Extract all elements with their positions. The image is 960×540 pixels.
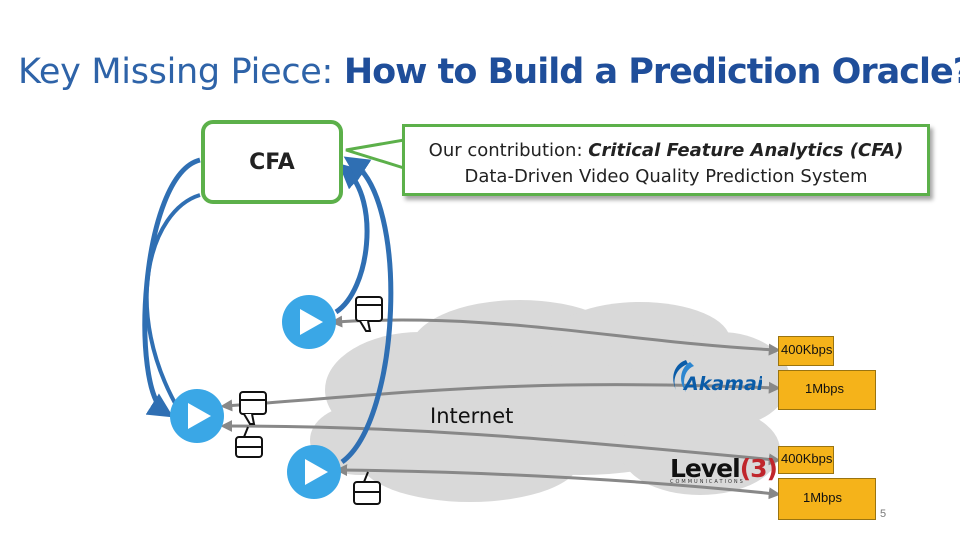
path-p2-1m — [220, 381, 781, 412]
path-p2-400k — [220, 420, 781, 466]
akamai-logo: Akamai — [673, 360, 762, 395]
callout-emphasis: Critical Feature Analytics (CFA) — [588, 140, 904, 161]
arrow-cfa-p3 — [340, 156, 394, 465]
play-icon[interactable] — [282, 295, 336, 349]
path-p3-1m — [335, 464, 781, 500]
network-paths — [220, 315, 781, 500]
akamai-wordmark: Akamai — [682, 373, 762, 395]
play-icon[interactable] — [170, 389, 224, 443]
level3-number: (3) — [739, 454, 778, 483]
thumbs-down-icon — [355, 296, 383, 332]
level3-logo: Level(3) COMMUNICATIONS — [670, 454, 778, 485]
bitrate-box: 400Kbps — [778, 446, 834, 474]
page-title: Key Missing Piece: How to Build a Predic… — [18, 52, 960, 92]
thumbs-down-icon — [239, 391, 267, 425]
title-plain: Key Missing Piece: — [18, 52, 344, 92]
feedback-arrows — [142, 156, 394, 465]
arrow-left-return — [144, 193, 201, 414]
title-bold: How to Build a Prediction Oracle? — [343, 52, 960, 92]
contribution-callout: Our contribution: Critical Feature Analy… — [402, 124, 930, 196]
bitrate-box: 400Kbps — [778, 336, 834, 366]
cfa-box: CFA — [201, 120, 343, 204]
play-icon[interactable] — [287, 445, 341, 499]
cfa-label: CFA — [249, 149, 295, 175]
internet-label: Internet — [430, 404, 514, 428]
level3-tagline: COMMUNICATIONS — [670, 479, 745, 485]
callout-prefix: Our contribution: — [428, 140, 589, 161]
bitrate-box: 1Mbps — [778, 370, 876, 410]
page-number: 5 — [880, 508, 887, 520]
path-p1-400k — [330, 315, 781, 356]
thumbs-up-icon — [235, 426, 263, 458]
level3-name: Level — [670, 454, 741, 483]
bitrate-box: 1Mbps — [778, 478, 876, 520]
thumbs-up-icon — [353, 471, 381, 505]
callout-subtitle: Data-Driven Video Quality Prediction Sys… — [464, 166, 868, 187]
arrow-cfa-p1 — [334, 163, 370, 315]
